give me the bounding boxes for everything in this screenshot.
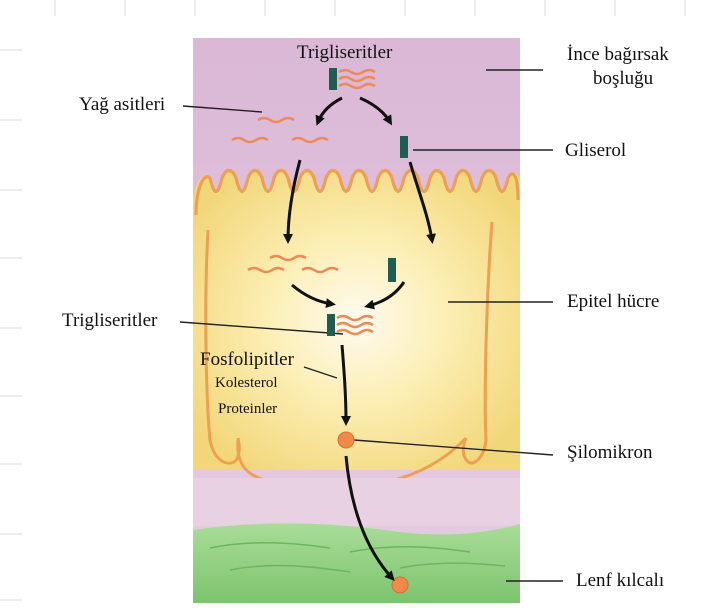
label-chylomicron: Şilomikron: [567, 442, 653, 464]
chylomicron-lymph-icon: [392, 577, 408, 593]
label-triglycerides-top: Trigliseritler: [297, 42, 392, 64]
label-fatty-acids: Yağ asitleri: [79, 94, 165, 116]
label-triglycerides-cell: Trigliseritler: [62, 310, 157, 332]
label-cholesterol: Kolesterol: [215, 374, 277, 392]
label-glycerol: Gliserol: [565, 140, 626, 162]
label-epithelial-cell: Epitel hücre: [567, 291, 659, 313]
label-small-intestine-lumen-line1: İnce bağırsak: [567, 44, 669, 66]
label-proteins: Proteinler: [218, 400, 277, 418]
label-small-intestine-lumen-line2: boşluğu: [593, 68, 653, 90]
label-phospholipids: Fosfolipitler: [200, 349, 294, 371]
glycerol-icon-cell: [388, 258, 396, 282]
glycerol-icon-lumen: [400, 136, 408, 158]
label-lymph-capillary: Lenf kılcalı: [576, 570, 664, 592]
chylomicron-icon: [338, 432, 354, 448]
basement-region: [193, 478, 520, 526]
